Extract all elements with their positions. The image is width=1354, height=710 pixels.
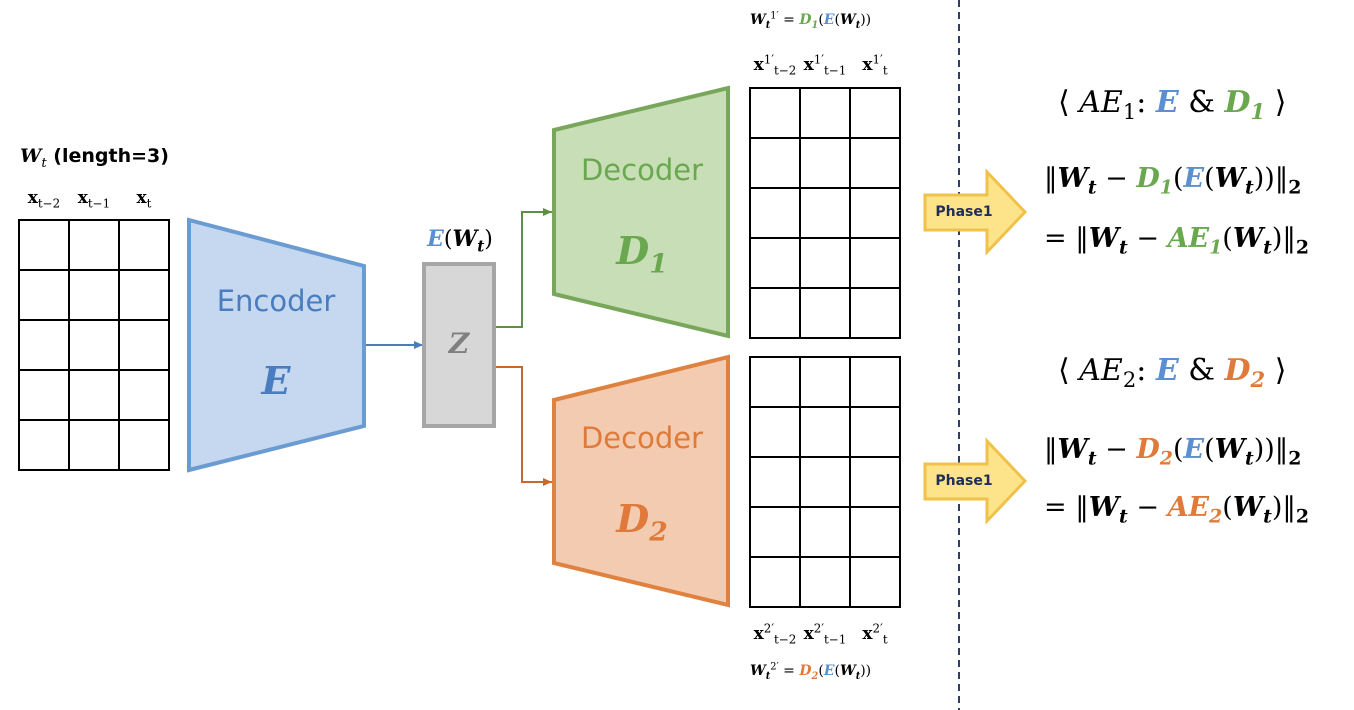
latent-symbol: Z [448,327,470,360]
phase1-arrow-bottom [923,437,1028,525]
phase1-arrow-top [923,168,1028,256]
decoder2-block [552,354,730,608]
phase1-label-bottom: Phase1 [935,473,993,489]
encoder-label: Encoder [216,284,336,318]
loss1-line1: ‖Wt − D1(E(Wt))‖2 [1044,163,1302,199]
loss2-line2: = ‖Wt − AE2(Wt)‖2 [1044,492,1310,528]
loss1-line2: = ‖Wt − AE1(Wt)‖2 [1044,223,1310,259]
latent-label: E(Wt) [427,226,493,256]
output1-equation: Wt1′ = D1(E(Wt)) [750,10,872,31]
loss1-title: ⟨ AE1: E & D1 ⟩ [1058,85,1287,124]
latent-to-decoder1-arrow [496,208,552,328]
decoder1-label: Decoder [580,153,704,187]
encoder-symbol: E [261,358,291,403]
loss2-title: ⟨ AE2: E & D2 ⟩ [1058,353,1287,392]
input-window-grid [18,219,170,471]
phase1-label-top: Phase1 [935,204,993,220]
latent-to-decoder2-arrow [496,366,552,486]
decoder1-symbol: D1 [616,228,668,280]
output2-grid [749,356,901,608]
decoder2-label: Decoder [580,421,704,455]
output2-equation: Wt2′ = D2(E(Wt)) [750,661,872,682]
encoder-block [187,217,366,473]
loss2-line1: ‖Wt − D2(E(Wt))‖2 [1044,434,1302,470]
output1-grid [749,87,901,339]
latent-block [422,262,496,428]
decoder1-block [552,85,730,339]
decoder2-symbol: D2 [616,496,668,548]
input-window-title: Wt (length=3) [20,145,169,171]
